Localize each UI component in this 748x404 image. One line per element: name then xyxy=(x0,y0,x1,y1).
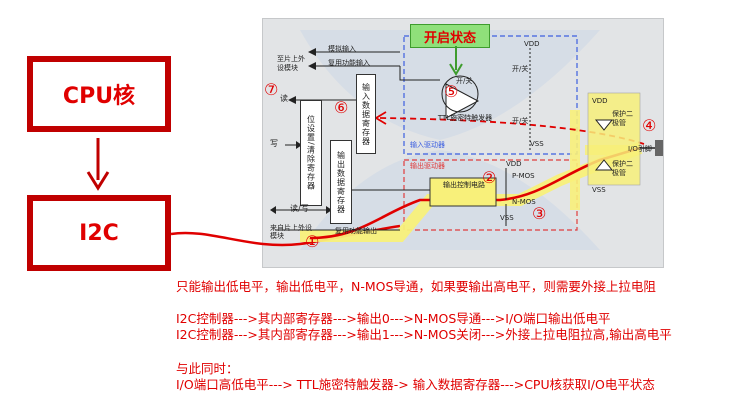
note-line-3: I2C控制器--->其内部寄存器--->输出1--->N-MOS关闭--->外接… xyxy=(176,327,672,342)
marker-2: ② xyxy=(482,168,497,187)
cpu-core-label: CPU核 xyxy=(62,84,136,109)
marker-1: ① xyxy=(305,232,320,251)
read-write-label: 读/写 xyxy=(290,204,309,213)
switch-label-pulldown: 开/关 xyxy=(512,117,529,125)
vss-label-diode: VSS xyxy=(592,186,606,194)
output-data-register-text: 输出数据寄存器 xyxy=(336,150,346,214)
open-state-arrow xyxy=(449,46,463,76)
input-driver-label: 输入驱动器 xyxy=(410,141,445,149)
io-pin-label: I/O引脚 xyxy=(628,145,652,153)
note-line-5: I/O端口高低电平---> TTL施密特触发器-> 输入数据寄存器--->CPU… xyxy=(176,377,655,392)
from-peripheral-label: 来自片上外设模块 xyxy=(270,224,312,240)
i2c-label: I2C xyxy=(79,220,119,246)
read-label: 读 xyxy=(280,94,288,103)
note-line-2: I2C控制器--->其内部寄存器--->输出0--->N-MOS导通--->I/… xyxy=(176,311,611,326)
note-line-4: 与此同时： xyxy=(176,361,239,376)
analog-input-label: 模拟输入 xyxy=(328,45,356,53)
marker-6: ⑥ xyxy=(334,98,349,117)
output-control-label: 输出控制电路 xyxy=(443,181,485,189)
open-state-tag-text: 开启状态 xyxy=(423,30,476,46)
marker-7: ⑦ xyxy=(264,80,279,99)
alt-func-input-label: 复用功能输入 xyxy=(328,59,370,67)
open-state-tag: 开启状态 xyxy=(410,24,490,48)
to-peripheral-label: 至片上外设模块 xyxy=(277,55,305,72)
vdd-label-top: VDD xyxy=(524,40,540,48)
note-line-1: 只能输出低电平，输出低电平，N-MOS导通，如果要输出高电平，则需要外接上拉电阻 xyxy=(176,279,656,294)
marker-3: ③ xyxy=(532,204,547,223)
schmitt-trigger-label: TTL施密特触发器 xyxy=(437,114,493,122)
bit-set-reset-register-text: 位设置/清除寄存器 xyxy=(306,115,316,191)
marker-5: ⑤ xyxy=(444,82,459,101)
pmos-label: P-MOS xyxy=(512,172,535,180)
input-data-register: 输入数据寄存器 xyxy=(356,74,376,154)
switch-label-schmitt: 开/关 xyxy=(456,77,473,85)
nmos-label: N-MOS xyxy=(512,198,536,206)
vss-label-mos: VSS xyxy=(500,214,514,222)
alt-func-output-label: 复用功能输出 xyxy=(335,227,377,235)
protect-diode-top-label: 保护二极管 xyxy=(612,110,633,127)
protect-diode-bottom-label: 保护二极管 xyxy=(612,160,633,177)
write-label: 写 xyxy=(270,139,278,148)
input-data-register-text: 输入数据寄存器 xyxy=(361,82,371,146)
output-data-register: 输出数据寄存器 xyxy=(330,140,352,224)
cpu-core-block: CPU核 xyxy=(27,56,171,132)
vss-label-input: VSS xyxy=(530,140,544,148)
vdd-label-mos: VDD xyxy=(506,160,522,168)
switch-label-pullup: 开/关 xyxy=(512,65,529,73)
output-driver-label: 输出驱动器 xyxy=(410,162,445,170)
bit-set-reset-register: 位设置/清除寄存器 xyxy=(300,100,322,206)
i2c-block: I2C xyxy=(27,195,171,271)
vdd-label-diode: VDD xyxy=(592,97,608,105)
marker-4: ④ xyxy=(642,116,657,135)
